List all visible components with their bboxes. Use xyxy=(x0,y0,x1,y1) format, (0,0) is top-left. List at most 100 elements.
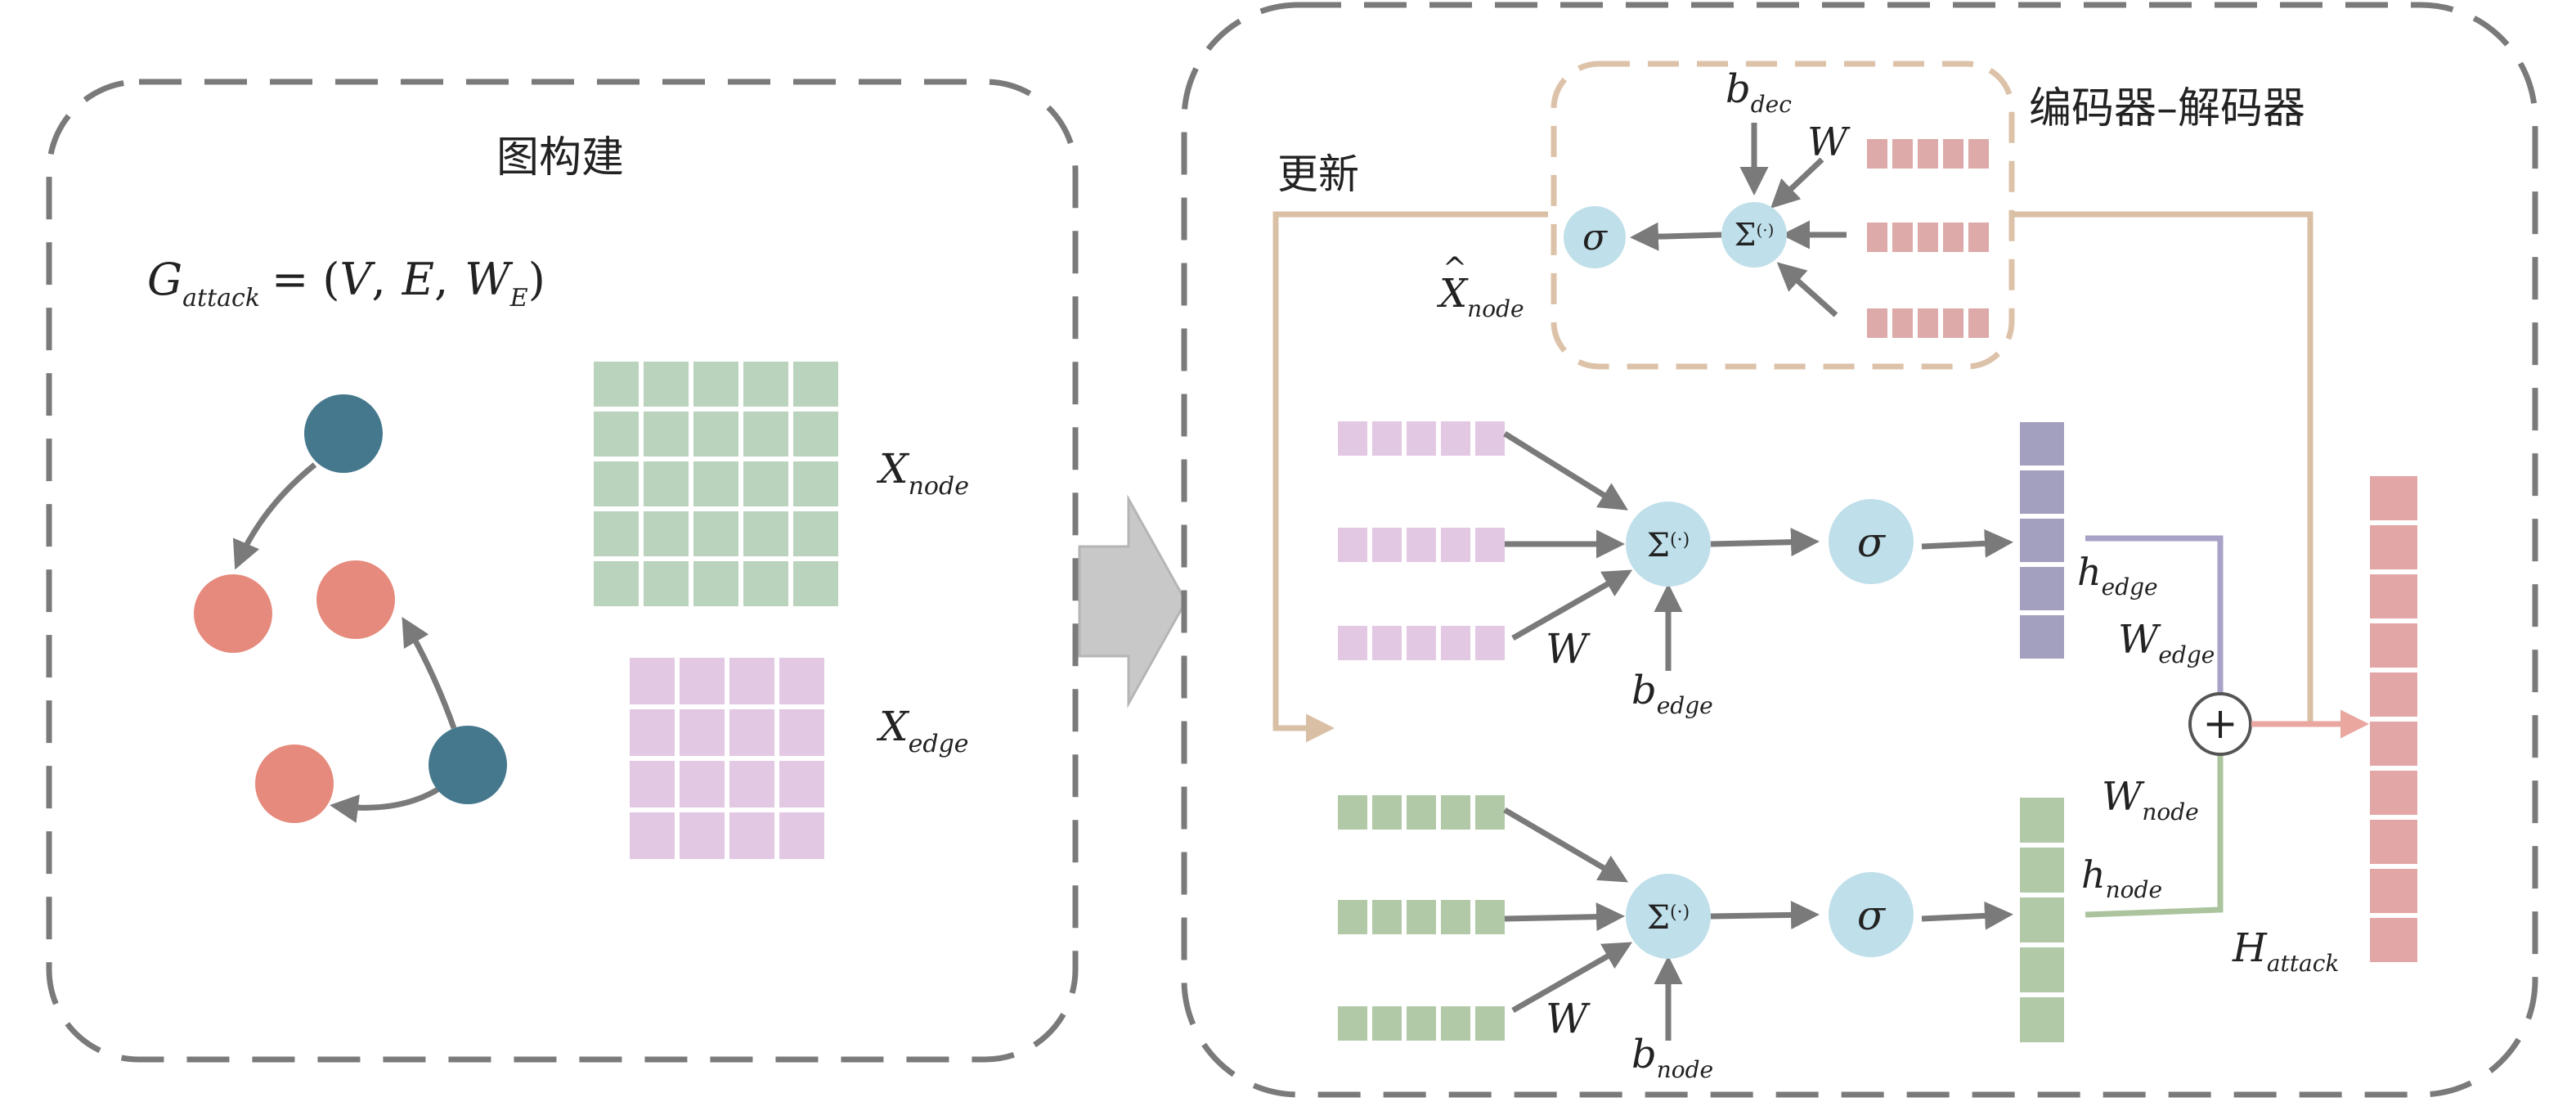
h-attack-vector xyxy=(2370,476,2417,962)
vector-cell xyxy=(1968,223,1989,252)
vector-cell xyxy=(1918,139,1938,169)
decoder-vector-3 xyxy=(1867,308,1989,338)
encoder-decoder-panel xyxy=(1181,2,2538,1098)
vector-cell xyxy=(1475,626,1505,660)
formula-comma1: , xyxy=(372,254,386,305)
node-feature-matrix xyxy=(594,362,838,606)
matrix-cell-node xyxy=(743,461,788,506)
vector-cell xyxy=(1338,421,1367,456)
w-edge-label: Wedge xyxy=(2118,617,2215,668)
matrix-cell-node xyxy=(594,461,639,506)
formula-g-sub: attack xyxy=(182,284,260,313)
w-node-sub: node xyxy=(2142,798,2198,825)
vector-cell xyxy=(1338,900,1367,934)
w-edge-main: W xyxy=(2118,617,2161,663)
h-edge-main: h xyxy=(2077,550,2102,594)
decoder-sigma-label: σ xyxy=(1582,217,1609,259)
h-attack-main: H xyxy=(2232,925,2268,971)
decoder-vector-2 xyxy=(1867,223,1989,252)
vector-cell xyxy=(2020,798,2064,843)
matrix-cell-node xyxy=(693,412,738,457)
vector-cell xyxy=(2020,615,2064,659)
matrix-cell-node xyxy=(793,511,838,556)
h-node-main: h xyxy=(2081,852,2106,897)
graph-construction-panel xyxy=(46,79,1079,1063)
vector-cell xyxy=(2370,525,2417,569)
matrix-cell-edge xyxy=(630,761,675,807)
edge-input-vector-1 xyxy=(1338,421,1505,456)
matrix-cell-edge xyxy=(630,658,675,704)
edge-output-vector xyxy=(2020,422,2064,659)
matrix-cell-edge xyxy=(729,658,774,704)
w-node-main: W xyxy=(2102,774,2145,820)
vector-cell xyxy=(1475,528,1505,562)
h-node-sub: node xyxy=(2106,876,2162,903)
node-arrow-in3 xyxy=(1511,942,1633,1014)
x-hat-node-label: Xnode xyxy=(1436,271,1524,322)
decoder-arrow-sum-to-sigma xyxy=(1630,222,1722,251)
vector-cell xyxy=(2370,869,2417,913)
formula-g: G xyxy=(147,254,182,305)
edge-input-vector-3 xyxy=(1338,626,1505,660)
node-arrow-sum-to-sigma xyxy=(1710,900,1820,929)
decoder-input-vectors xyxy=(1867,139,1989,338)
edge-feature-matrix xyxy=(630,658,824,859)
h-attack-label: Hattack xyxy=(2232,925,2339,977)
matrix-cell-node xyxy=(644,511,689,556)
matrix-cell-node xyxy=(743,412,788,457)
plus-operator-icon xyxy=(2188,692,2252,756)
node-w-label: W xyxy=(1546,995,1591,1042)
vector-cell xyxy=(2020,422,2064,466)
b-node-main: b xyxy=(1631,1032,1657,1077)
vector-cell xyxy=(1407,528,1436,562)
vector-cell xyxy=(2020,470,2064,514)
vector-cell xyxy=(1407,795,1436,830)
decoder-output-line xyxy=(2012,211,2313,724)
decoder-sum-arg: (·) xyxy=(1756,220,1774,240)
edge-arrow-sum-to-sigma xyxy=(1710,528,1820,557)
matrix-cell-edge xyxy=(680,709,725,756)
formula-eq: = ( xyxy=(272,254,339,305)
decoder-sum-label: Σ(·) xyxy=(1735,217,1775,253)
graph-node-teal-2 xyxy=(429,726,507,804)
edge-sigma-label: σ xyxy=(1857,519,1887,566)
vector-cell xyxy=(1338,1006,1367,1041)
decoder-sigma-node xyxy=(1564,206,1626,268)
edge-arrow-in3 xyxy=(1511,569,1633,641)
b-edge-main: b xyxy=(1631,668,1657,713)
matrix-cell-node xyxy=(594,412,639,457)
b-dec-label: bdec xyxy=(1726,66,1792,118)
decoder-arrow-row1 xyxy=(1770,157,1824,209)
node-arrow-in1 xyxy=(1503,807,1629,883)
matrix-cell-edge xyxy=(779,709,824,756)
vector-cell xyxy=(1892,139,1913,169)
update-feedback-line xyxy=(1272,211,1548,743)
matrix-cell-node xyxy=(594,362,639,407)
vector-cell xyxy=(2370,820,2417,864)
vector-cell xyxy=(1968,308,1989,338)
vector-cell xyxy=(1338,795,1367,830)
vector-cell xyxy=(2020,848,2064,893)
matrix-cell-node xyxy=(693,362,738,407)
edge-sum-symbol: Σ xyxy=(1647,527,1670,564)
vector-cell xyxy=(1475,900,1505,934)
b-dec-sub: dec xyxy=(1751,91,1792,118)
node-sum-label: Σ(·) xyxy=(1647,899,1690,937)
vector-cell xyxy=(1441,1006,1470,1041)
x-hat-accent: ^ xyxy=(1443,252,1467,286)
vector-cell xyxy=(1441,900,1470,934)
w-node-label: Wnode xyxy=(2102,774,2199,825)
b-edge-label: bedge xyxy=(1631,668,1713,719)
decoder-sum-node xyxy=(1721,202,1787,268)
decoder-w-label: W xyxy=(1807,119,1851,165)
vector-cell xyxy=(2020,519,2064,562)
vector-cell xyxy=(1338,626,1367,660)
x-edge-main: X xyxy=(876,703,910,750)
vector-cell xyxy=(1892,223,1913,252)
x-node-main: X xyxy=(876,445,910,493)
formula-close: ) xyxy=(528,254,545,305)
h-attack-sub: attack xyxy=(2267,950,2340,977)
formula-w-sub: E xyxy=(509,284,528,313)
node-merge-line xyxy=(2085,753,2224,918)
vector-cell xyxy=(2370,672,2417,717)
